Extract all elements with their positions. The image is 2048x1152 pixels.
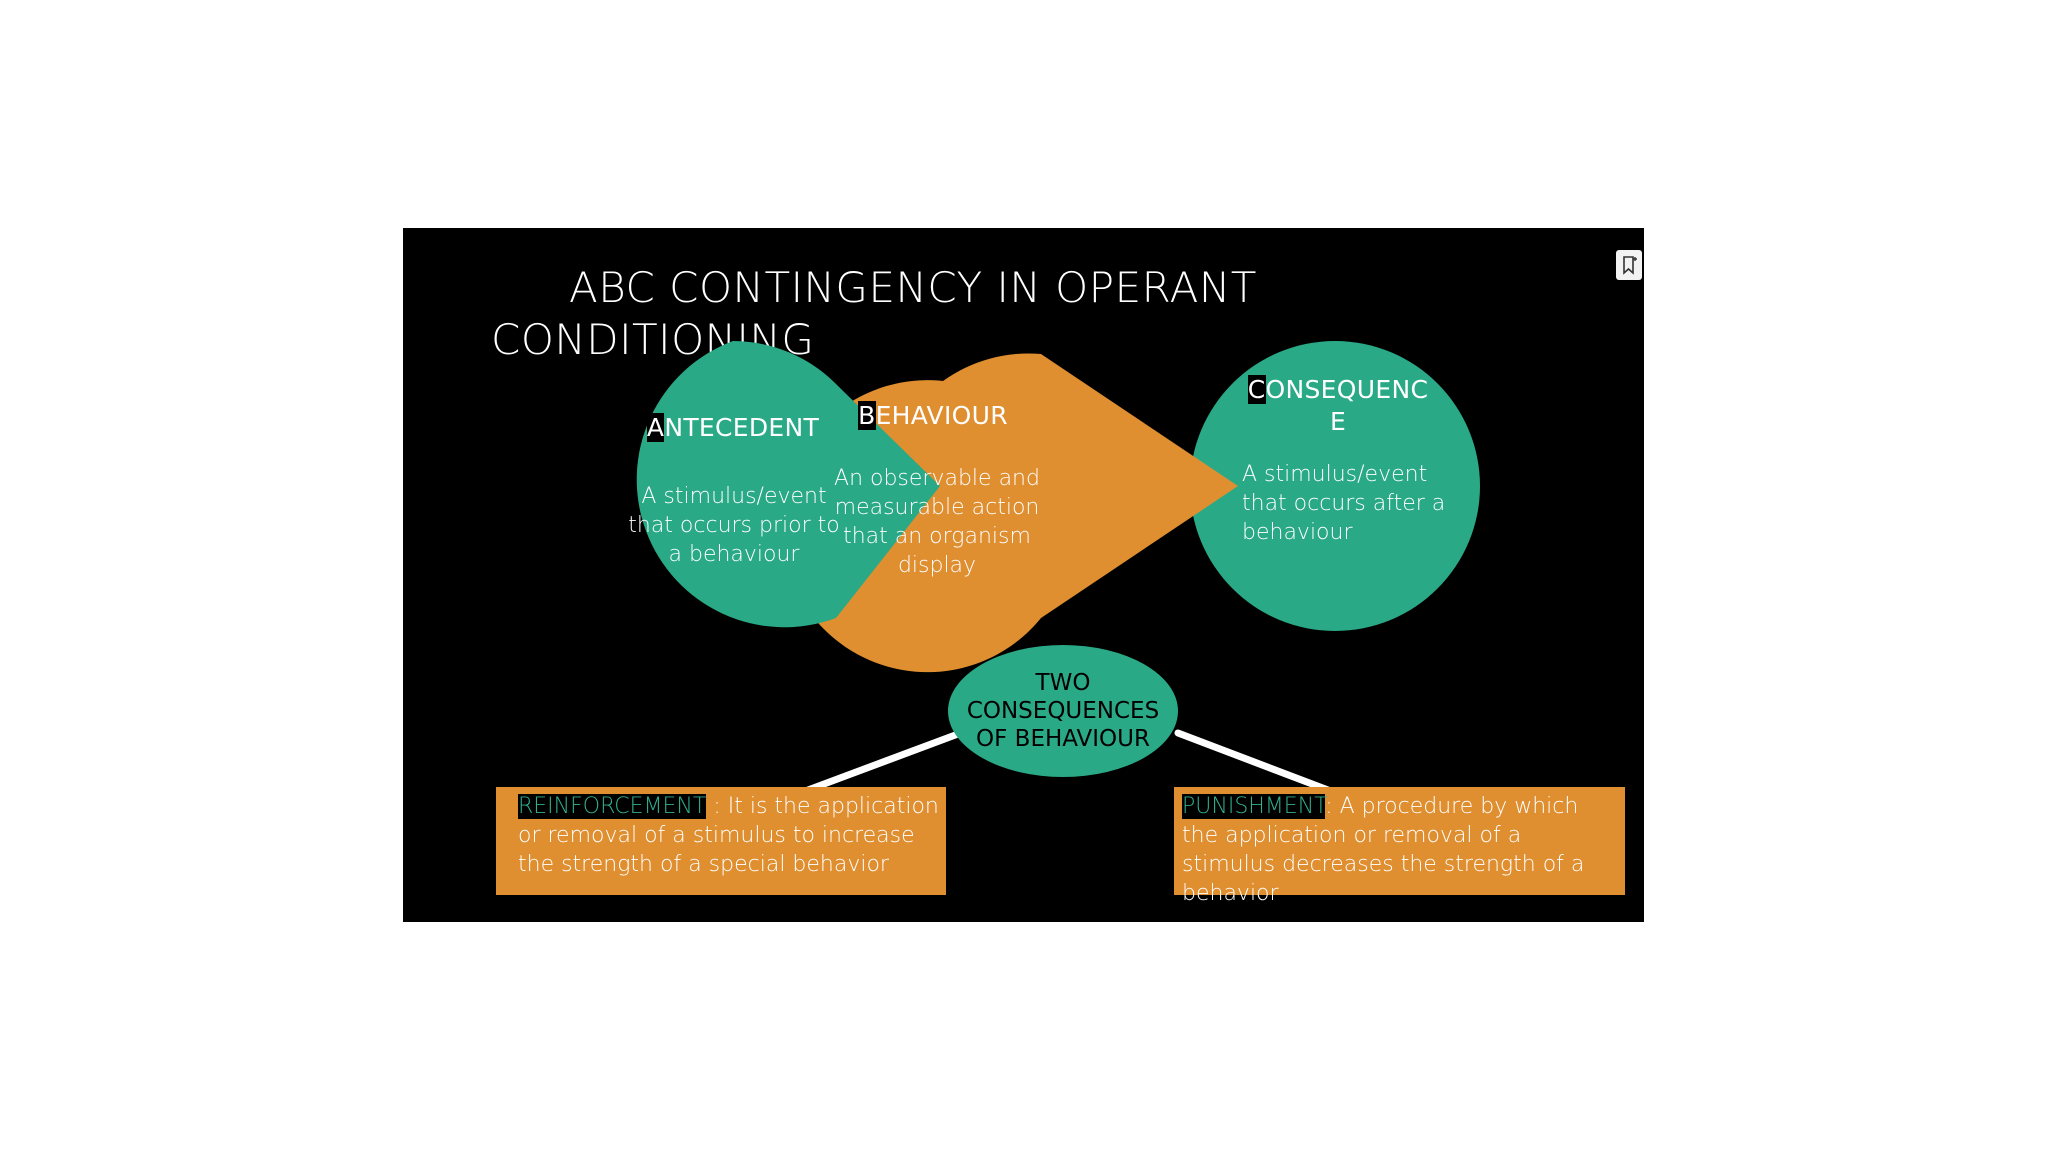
- behaviour-rest: EHAVIOUR: [875, 401, 1008, 430]
- connector-line-left: [804, 730, 962, 794]
- consequence-description: A stimulus/event that occurs after a beh…: [1242, 462, 1446, 545]
- behaviour-initial: B: [858, 401, 876, 430]
- antecedent-heading: ANTECEDENT: [623, 412, 843, 444]
- consequence-initial: C: [1247, 375, 1266, 404]
- reinforcement-text: : It is the application or removal of a …: [518, 794, 939, 877]
- antecedent-rest: NTECEDENT: [664, 413, 820, 442]
- consequence-rest: ONSEQUENC E: [1265, 375, 1429, 436]
- consequence-heading: CONSEQUENC E: [1238, 374, 1438, 438]
- reinforcement-keyword: REINFORCEMENT: [518, 794, 707, 819]
- connector-line-right: [1174, 729, 1332, 794]
- abc-diagram: [636, 341, 1480, 794]
- two-consequences-ellipse: [948, 645, 1178, 777]
- punishment-keyword: PUNISHMENT: [1182, 794, 1326, 819]
- bookmark-add-icon[interactable]: [1616, 250, 1642, 280]
- consequence-circle: [1190, 341, 1480, 631]
- slide: ABC CONTINGENCY IN OPERANT CONDITIONING …: [403, 228, 1644, 922]
- behaviour-drop: [781, 353, 1238, 673]
- antecedent-initial: A: [646, 413, 665, 442]
- punishment-box: PUNISHMENT: A procedure by which the app…: [1174, 787, 1625, 906]
- reinforcement-box: REINFORCEMENT : It is the application or…: [496, 787, 946, 895]
- behaviour-heading: BEHAVIOUR: [823, 400, 1043, 432]
- two-consequences-label: TWO CONSEQUENCES OF BEHAVIOUR: [966, 670, 1160, 752]
- behaviour-description: An observable and measurable action that…: [834, 466, 1040, 578]
- antecedent-description: A stimulus/event that occurs prior to a …: [628, 484, 840, 567]
- punishment-text: : A procedure by which the application o…: [1182, 794, 1585, 906]
